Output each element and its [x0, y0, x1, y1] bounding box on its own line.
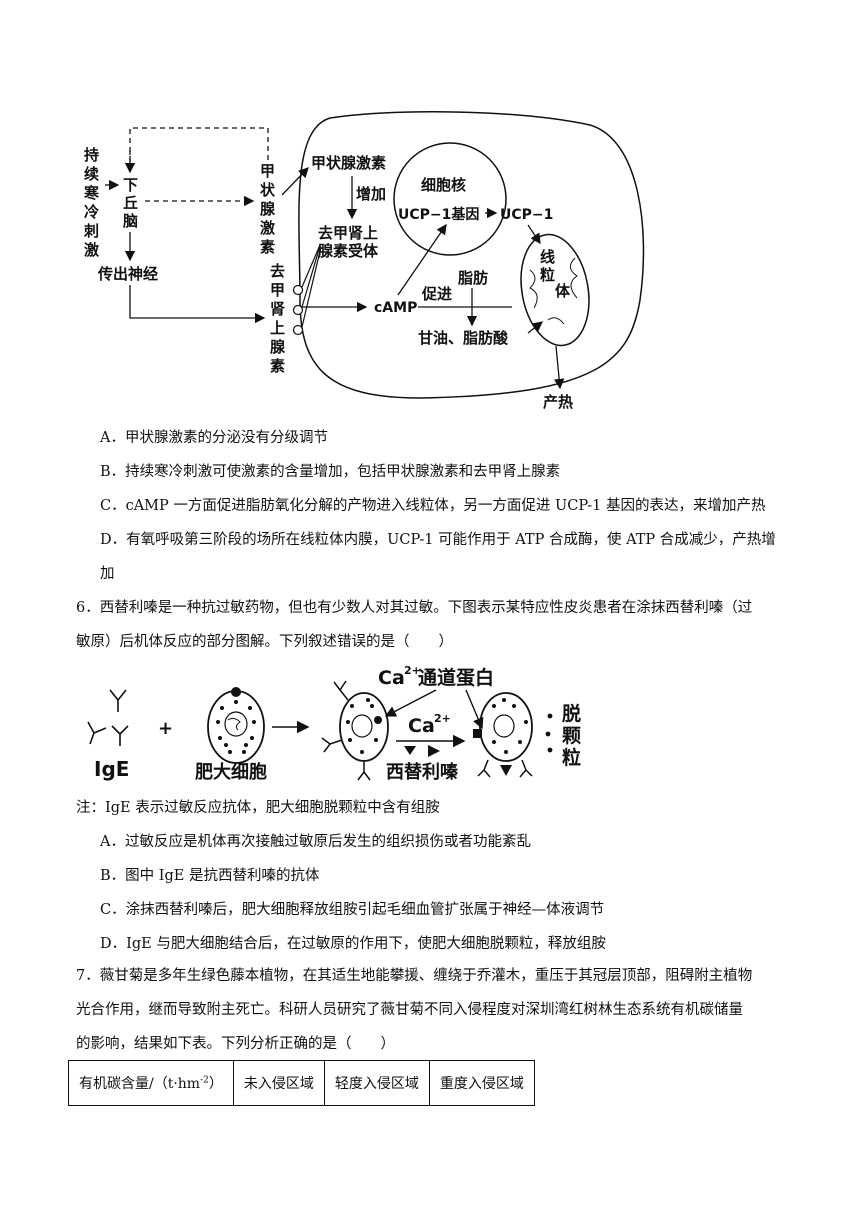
- svg-text:腺: 腺: [260, 200, 276, 218]
- svg-text:激: 激: [260, 219, 276, 237]
- mitochondrion-label: 线 粒 体: [540, 248, 571, 300]
- nucleus-circle: [393, 142, 507, 256]
- mast-cell-label: 肥大细胞: [194, 761, 267, 783]
- svg-text:续: 续: [84, 165, 99, 183]
- table-header-row: 有机碳含量/（t·hm-2） 未入侵区域 轻度入侵区域 重度入侵区域: [68, 1060, 535, 1106]
- efferent-nerve-label: 传出神经: [97, 265, 158, 283]
- table-header-cell: 未入侵区域: [232, 1060, 325, 1106]
- drug-label: 西替利嗪: [386, 761, 459, 783]
- thyroid-hormone-vertical-label: 甲 状 腺 激 素: [260, 162, 276, 256]
- svg-text:素: 素: [270, 357, 285, 375]
- svg-text:线: 线: [540, 248, 555, 266]
- q6-stem-1: 6．西替利嗪是一种抗过敏药物，但也有少数人对其过敏。下图表示某特应性皮炎患者在涂…: [76, 600, 753, 616]
- thyroid-hormone-label: 甲状腺激素: [311, 154, 386, 172]
- svg-text:下: 下: [123, 176, 138, 194]
- thermogenesis-diagram: 持 续 寒 冷 刺 激 下 丘 脑 传出神经 甲 状 腺 激 素 去 甲 肾 上…: [84, 111, 645, 411]
- svg-text:丘: 丘: [123, 194, 138, 212]
- glycerol-fatty-acid-label: 甘油、脂肪酸: [418, 329, 509, 347]
- q6-option-a: A．过敏反应是机体再次接触过敏原后发生的组织损伤或者功能紊乱: [100, 834, 531, 850]
- table-header-cell: 轻度入侵区域: [323, 1060, 430, 1106]
- q6-option-b: B．图中 IgE 是抗西替利嗪的抗体: [100, 868, 320, 884]
- ca-superscript-2: 2+: [404, 664, 421, 677]
- svg-text:激: 激: [84, 241, 100, 259]
- svg-text:素: 素: [260, 238, 275, 256]
- svg-text:上: 上: [270, 319, 285, 337]
- q5-option-d-cont: 加: [100, 566, 115, 582]
- q5-option-d: D．有氧呼吸第三阶段的场所在线粒体内膜，UCP-1 可能作用于 ATP 合成酶，…: [100, 532, 776, 548]
- svg-text:持: 持: [84, 146, 99, 164]
- plus-sign: +: [158, 718, 173, 739]
- svg-text:肾: 肾: [270, 300, 285, 318]
- ucp1-label: UCP−1: [500, 207, 553, 223]
- ige-antibodies: [87, 689, 129, 746]
- svg-text:粒: 粒: [562, 746, 581, 769]
- channel-protein-label: 通道蛋白: [418, 666, 494, 689]
- svg-text:颗: 颗: [562, 725, 581, 747]
- svg-text:体: 体: [555, 282, 571, 300]
- degranulation-label: 脱 颗 粒: [562, 702, 581, 769]
- norepinephrine-vertical-label: 去 甲 肾 上 腺 素: [270, 262, 286, 375]
- q7-stem-1: 7．薇甘菊是多年生绿色藤本植物，在其适生地能攀援、缠绕于乔灌木，重压于其冠层顶部…: [76, 968, 753, 984]
- q5-option-a: A．甲状腺激素的分泌没有分级调节: [100, 430, 328, 446]
- svg-text:腺: 腺: [270, 338, 286, 356]
- carbon-storage-table: 有机碳含量/（t·hm-2） 未入侵区域 轻度入侵区域 重度入侵区域: [68, 1060, 535, 1106]
- svg-text:去: 去: [270, 262, 285, 280]
- promote-label: 促进: [421, 285, 452, 303]
- heat-label: 产热: [543, 393, 573, 411]
- table-header-cell: 有机碳含量/（t·hm-2）: [68, 1060, 234, 1106]
- q5-option-c: C．cAMP 一方面促进脂肪氧化分解的产物进入线粒体，另一方面促进 UCP-1 …: [100, 498, 766, 514]
- fat-label: 脂肪: [458, 269, 488, 287]
- ige-label: IgE: [94, 757, 129, 781]
- table-header-cell: 重度入侵区域: [428, 1060, 535, 1106]
- stimulus-label: 持 续 寒 冷 刺 激: [84, 146, 100, 259]
- dashed-feedback-arrow: [129, 127, 269, 170]
- hypothalamus-label: 下 丘 脑: [123, 176, 138, 230]
- receptor-label-1: 去甲肾上: [318, 224, 378, 242]
- receptor-label-2: 腺素受体: [318, 242, 379, 260]
- q6-stem-2: 敏原）后机体反应的部分图解。下列叙述错误的是（ ）: [76, 634, 453, 650]
- svg-text:寒: 寒: [84, 184, 100, 202]
- svg-text:粒: 粒: [540, 266, 555, 284]
- svg-text:冷: 冷: [84, 203, 99, 221]
- svg-text:脱: 脱: [562, 702, 581, 725]
- svg-text:状: 状: [260, 181, 276, 199]
- q6-option-d: D．IgE 与肥大细胞结合后，在过敏原的作用下，使肥大细胞脱颗粒，释放组胺: [100, 936, 606, 952]
- ca-label-2: Ca: [378, 667, 405, 689]
- ca-superscript-1: 2+: [434, 712, 451, 725]
- svg-text:甲: 甲: [270, 281, 285, 299]
- q6-option-c: C．涂抹西替利嗪后，肥大细胞释放组胺引起毛细血管扩张属于神经—体液调节: [100, 902, 605, 918]
- svg-text:甲: 甲: [260, 162, 275, 180]
- allergy-diagram: IgE + 肥大细胞 Ca 2+ 西替利嗪 Ca 2+ 通道蛋白: [87, 664, 581, 783]
- q5-option-b: B．持续寒冷刺激可使激素的含量增加，包括甲状腺激素和去甲肾上腺素: [100, 464, 561, 480]
- ca-label-1: Ca: [408, 715, 435, 737]
- q7-stem-3: 的影响，结果如下表。下列分析正确的是（ ）: [76, 1036, 395, 1052]
- svg-text:脑: 脑: [123, 212, 138, 230]
- increase-label: 增加: [356, 185, 386, 203]
- cell-membrane: [298, 111, 645, 399]
- q6-note: 注：IgE 表示过敏反应抗体，肥大细胞脱颗粒中含有组胺: [76, 800, 440, 816]
- ucp1-gene-label: UCP−1基因: [398, 206, 479, 223]
- camp-label: cAMP: [374, 300, 417, 316]
- svg-text:刺: 刺: [84, 222, 99, 240]
- q7-stem-2: 光合作用，继而导致附主死亡。科研人员研究了薇甘菊不同入侵程度对深圳湾红树林生态系…: [76, 1002, 743, 1018]
- mitochondrion-shape: [520, 233, 590, 347]
- nucleus-label: 细胞核: [421, 176, 466, 194]
